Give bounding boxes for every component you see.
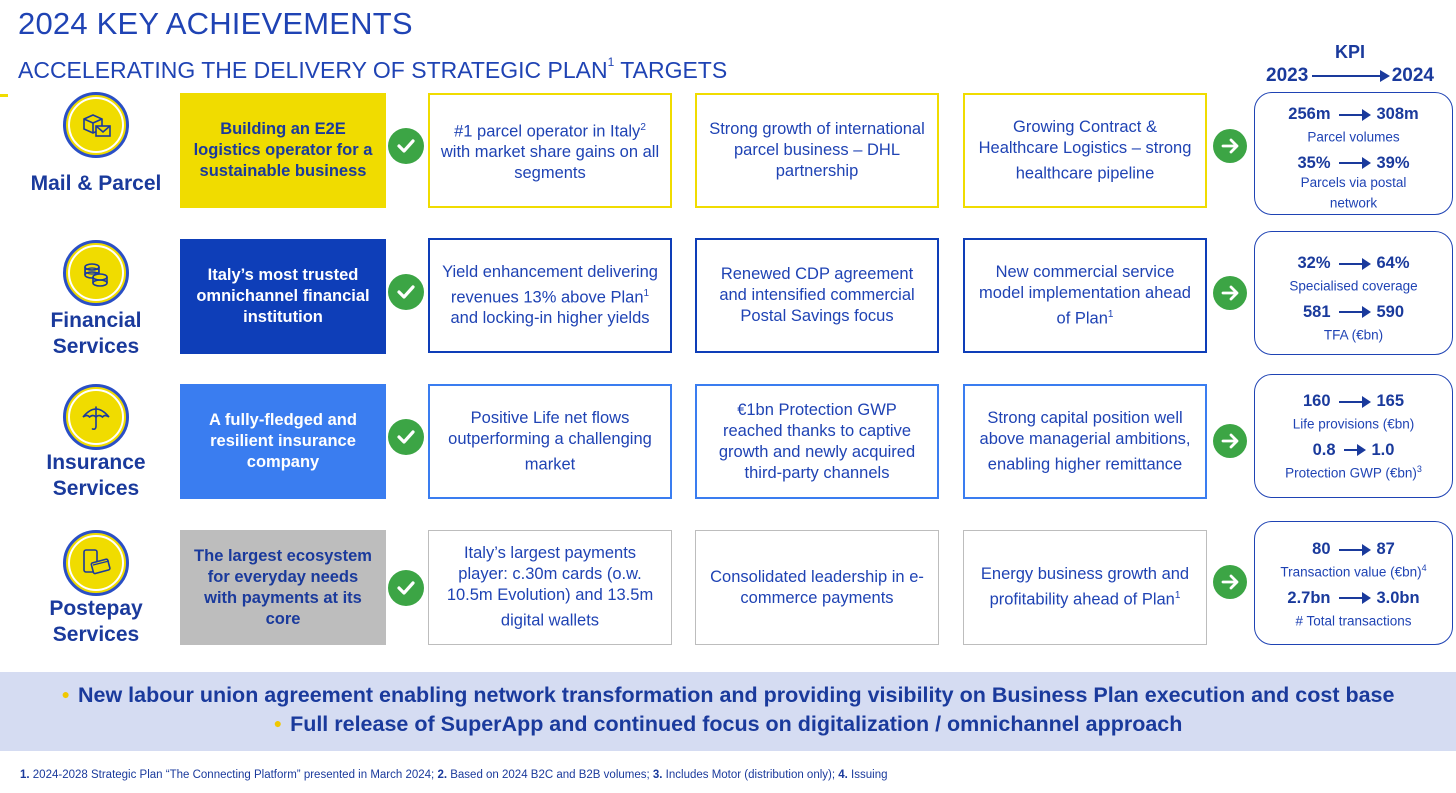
arrow-right-icon: [1338, 306, 1371, 318]
arrow-right-icon: [1213, 276, 1247, 310]
achievement-box-3: Strong capital position well above manag…: [963, 384, 1207, 499]
banner-line-1: ●New labour union agreement enabling net…: [61, 683, 1395, 707]
achievement-box-2: Strong growth of international parcel bu…: [695, 93, 939, 208]
achievement-box-1: Yield enhancement delivering revenues 13…: [428, 238, 672, 353]
arrow-right-icon: [1343, 444, 1366, 456]
arrow-right-icon: [1213, 565, 1247, 599]
achievement-box-1: Italy’s largest payments player: c.30m c…: [428, 530, 672, 645]
kpi-header: KPI 2023 2024: [1266, 42, 1434, 87]
coins-icon: [63, 240, 129, 306]
arrow-right-icon: [1338, 157, 1371, 169]
arrow-right-icon: [1338, 395, 1371, 408]
achievement-box-1: #1 parcel operator in Italy2 with market…: [428, 93, 672, 208]
headline-box: The largest ecosystem for everyday needs…: [180, 530, 386, 645]
arrow-right-icon: [1338, 543, 1371, 556]
summary-banner: ●New labour union agreement enabling net…: [0, 672, 1456, 751]
check-icon: [388, 274, 424, 310]
kpi-from-year: 2023: [1266, 65, 1309, 86]
arrow-right-icon: [1338, 257, 1371, 270]
achievement-box-3: New commercial service model implementat…: [963, 238, 1207, 353]
page-subtitle: ACCELERATING THE DELIVERY OF STRATEGIC P…: [18, 55, 728, 83]
arrow-right-icon: [1338, 592, 1371, 604]
achievement-box-3: Energy business growth and profitability…: [963, 530, 1207, 645]
headline-box: A fully-fledged and resilient insurance …: [180, 384, 386, 499]
kpi-label: KPI: [1334, 42, 1365, 62]
left-accent-mark: [0, 94, 8, 97]
headline-box: Italy’s most trusted omnichannel financi…: [180, 239, 386, 354]
banner-line-2: ●Full release of SuperApp and continued …: [273, 712, 1183, 736]
arrow-right-icon: [1213, 129, 1247, 163]
arrow-right-icon: [1312, 70, 1391, 82]
achievement-box-1: Positive Life net flows outperforming a …: [428, 384, 672, 499]
footnotes: 1. 2024-2028 Strategic Plan “The Connect…: [20, 769, 888, 781]
achievement-box-3: Growing Contract & Healthcare Logistics …: [963, 93, 1207, 208]
segment-label: Mail & Parcel: [30, 172, 162, 195]
achievement-box-2: Consolidated leadership in e-commerce pa…: [695, 530, 939, 645]
kpi-to-year: 2024: [1391, 65, 1434, 86]
payment-card-icon: [63, 530, 129, 596]
check-icon: [388, 419, 424, 455]
mail-parcel-icon: [63, 92, 129, 158]
achievement-box-2: €1bn Protection GWP reached thanks to ca…: [695, 384, 939, 499]
check-icon: [388, 128, 424, 164]
bullet-icon: ●: [273, 715, 283, 731]
bullet-icon: ●: [61, 686, 70, 702]
page-title: 2024 KEY ACHIEVEMENTS: [18, 6, 413, 41]
check-icon: [388, 570, 424, 606]
arrow-right-icon: [1338, 108, 1371, 121]
achievement-box-2: Renewed CDP agreement and intensified co…: [695, 238, 939, 353]
headline-box: Building an E2E logistics operator for a…: [180, 93, 386, 208]
arrow-right-icon: [1213, 424, 1247, 458]
umbrella-icon: [63, 384, 129, 450]
